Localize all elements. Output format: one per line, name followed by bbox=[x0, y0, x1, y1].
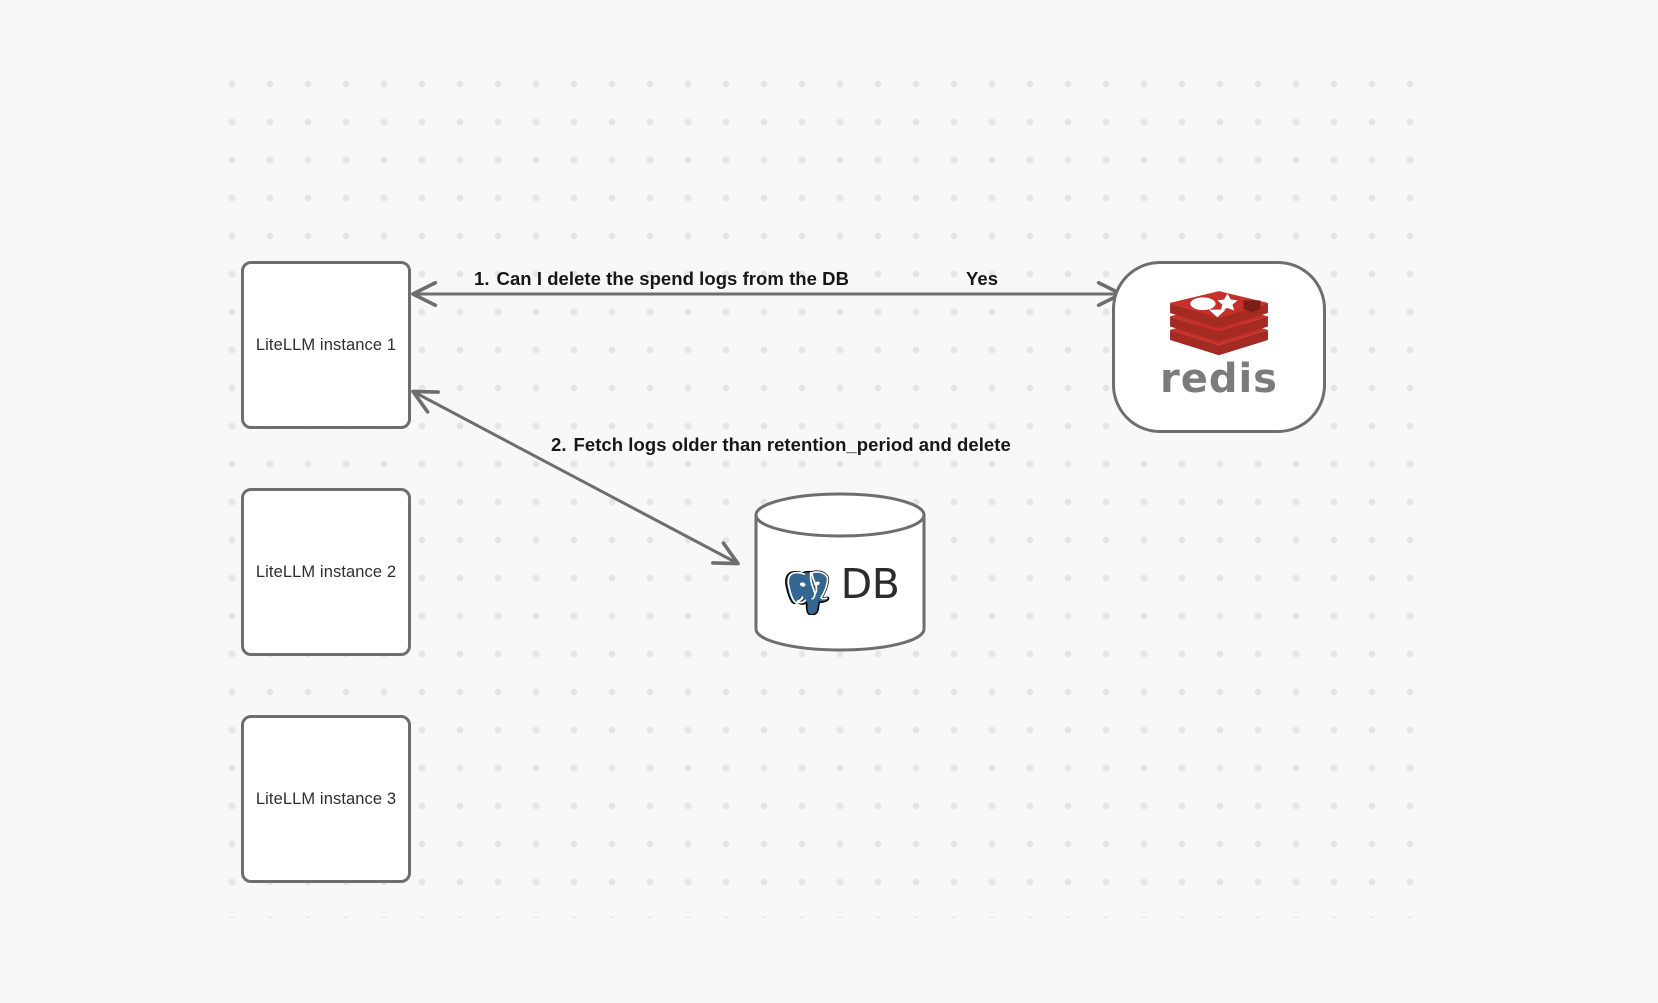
node-litellm-instance-1[interactable]: LiteLLM instance 1 bbox=[241, 261, 411, 429]
step-text: Fetch logs older than retention_period a… bbox=[573, 434, 1011, 455]
redis-wordmark: redis bbox=[1159, 356, 1278, 402]
step-number: 1. bbox=[474, 268, 490, 289]
edge-litellm1-db[interactable] bbox=[411, 389, 740, 566]
postgresql-elephant-icon bbox=[784, 570, 829, 615]
step-text: Can I delete the spend logs from the DB bbox=[496, 268, 849, 289]
node-label: LiteLLM instance 3 bbox=[255, 789, 397, 808]
cylinder-shape bbox=[754, 492, 926, 652]
redis-stack-icon bbox=[1170, 291, 1268, 356]
node-label: LiteLLM instance 1 bbox=[255, 335, 397, 354]
db-text: DB bbox=[840, 559, 900, 608]
node-litellm-instance-2[interactable]: LiteLLM instance 2 bbox=[241, 488, 411, 656]
node-db-cylinder[interactable]: DB bbox=[753, 492, 927, 652]
node-litellm-instance-3[interactable]: LiteLLM instance 3 bbox=[241, 715, 411, 883]
edge-label-step-1: 1. Can I delete the spend logs from the D… bbox=[474, 268, 849, 290]
node-label: LiteLLM instance 2 bbox=[255, 562, 397, 581]
redis-logo: redis bbox=[1160, 291, 1278, 399]
edge-label-reply-yes: Yes bbox=[966, 268, 999, 289]
db-content: DB bbox=[753, 504, 927, 664]
edge-label-step-2: 2. Fetch logs older than retention_period… bbox=[551, 434, 1011, 456]
step-number: 2. bbox=[551, 434, 567, 455]
node-redis[interactable]: redis bbox=[1112, 261, 1326, 433]
